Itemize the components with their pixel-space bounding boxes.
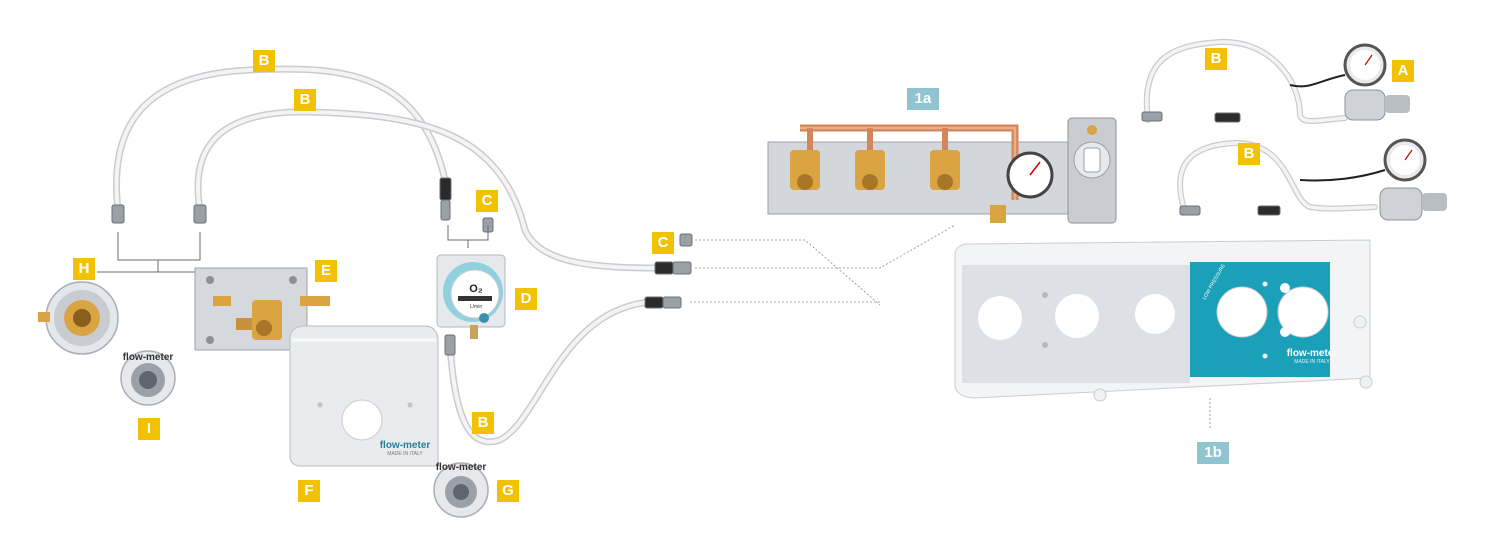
callout-a: A xyxy=(1392,60,1414,82)
hose-fittings xyxy=(111,111,1281,356)
gas-symbol: O₂ xyxy=(469,283,483,295)
outlet-g: flow-meter xyxy=(433,462,489,518)
hose-top-right xyxy=(1143,38,1348,124)
hose-bottom xyxy=(446,298,654,446)
svg-text:flow-meter: flow-meter xyxy=(436,462,487,473)
svg-text:flow-meter: flow-meter xyxy=(123,352,174,363)
callout-d: D xyxy=(515,288,537,310)
cover-box-f: flow-meter MADE IN ITALY xyxy=(289,325,439,467)
hose-lower-right xyxy=(1177,139,1378,215)
regulator-a-top xyxy=(1289,43,1410,121)
svg-text:L/min: L/min xyxy=(470,304,482,310)
panel-1b: flow-meter MADE IN ITALY LOW PRESSURE xyxy=(954,239,1373,402)
hose-left-outer xyxy=(112,65,449,214)
callout-e: E xyxy=(315,260,337,282)
callout-g: G xyxy=(497,480,519,502)
callout-b-5: B xyxy=(1238,143,1260,165)
callout-b-2: B xyxy=(294,89,316,111)
flowmeter-outlet-d: O₂ L/min xyxy=(436,254,506,339)
callout-b-1: B xyxy=(253,50,275,72)
callout-f: F xyxy=(298,480,320,502)
callout-1b: 1b xyxy=(1197,442,1229,464)
svg-text:MADE IN ITALY: MADE IN ITALY xyxy=(387,451,423,457)
manifold-1a xyxy=(767,117,1117,224)
callout-h: H xyxy=(73,258,95,280)
callout-b-3: B xyxy=(472,412,494,434)
callout-1a: 1a xyxy=(907,88,939,110)
hose-left-inner xyxy=(194,108,664,272)
callout-b-4: B xyxy=(1205,48,1227,70)
regulator-a-bottom xyxy=(1299,138,1447,221)
cover-brand-text: flow-meter xyxy=(380,440,431,451)
wall-outlet-h xyxy=(38,281,119,355)
callout-c-2: C xyxy=(652,232,674,254)
svg-text:MADE IN ITALY: MADE IN ITALY xyxy=(1294,359,1330,365)
callout-i: I xyxy=(138,418,160,440)
callout-c-1: C xyxy=(476,190,498,212)
mounting-plate-e xyxy=(194,267,330,351)
leader-lines xyxy=(690,224,1211,430)
outlet-i: flow-meter xyxy=(120,350,176,406)
panel-brand-text: flow-meter xyxy=(1287,348,1338,359)
